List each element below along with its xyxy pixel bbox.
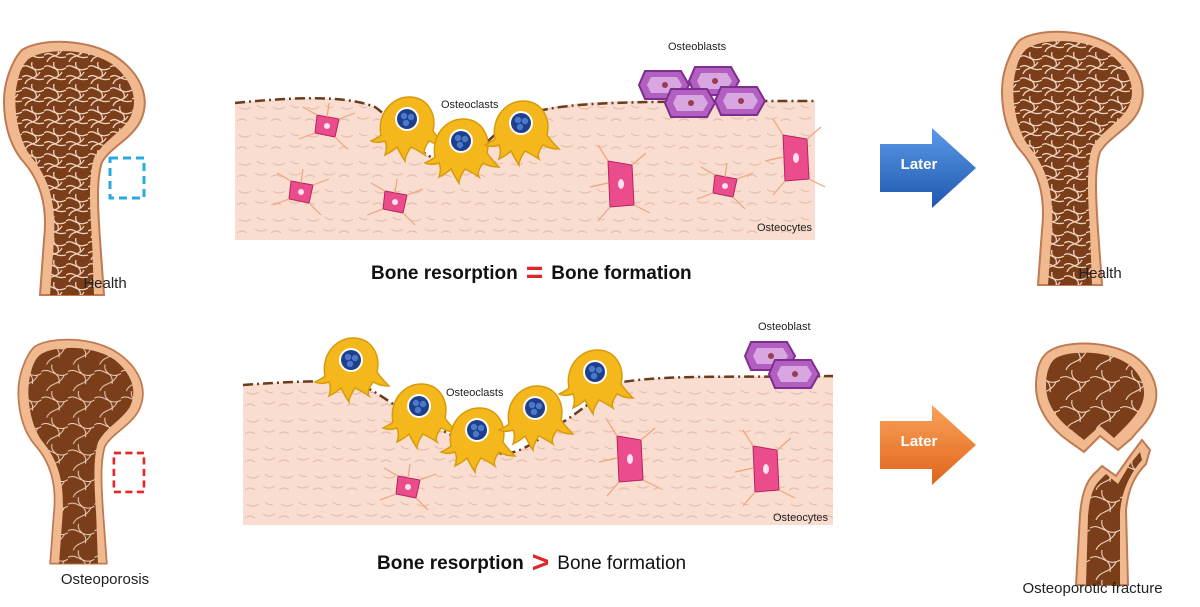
healthy-femur-left-image [3, 40, 146, 296]
osteoblast-label-bottom: Osteoblast [758, 321, 811, 333]
healthy-remodeling-panel [234, 66, 826, 240]
healthy-femur-right-image [1001, 30, 1144, 286]
formula-operator-greater: > [531, 546, 550, 579]
osteoclasts-label-bottom: Osteoclasts [446, 387, 504, 399]
bottom-formula: Bone resorption > Bone formation [377, 546, 686, 580]
later-arrow-top: Later [880, 128, 976, 208]
osteocytes-label-bottom: Osteocytes [773, 512, 829, 524]
formula-resorption: Bone resorption [377, 553, 524, 574]
formula-operator-equal: = [525, 256, 544, 289]
formula-formation: Bone formation [557, 553, 687, 574]
later-arrow-top-label: Later [900, 156, 938, 173]
healthy-left-label: Health [83, 275, 127, 292]
osteocytes-label-top: Osteocytes [757, 222, 813, 234]
healthy-region-marker [108, 156, 146, 200]
osteoblast-cell [664, 88, 716, 118]
osteoporosis-left-label: Osteoporosis [60, 571, 150, 588]
later-arrow-bottom: Later [880, 405, 976, 485]
osteoporosis-region-marker [112, 451, 146, 494]
fractured-femur-image [1034, 342, 1158, 586]
fracture-right-label: Osteoporotic fracture [1022, 580, 1163, 597]
formula-formation: Bone formation [551, 263, 692, 284]
formula-resorption: Bone resorption [371, 263, 518, 284]
healthy-right-label: Health [1078, 265, 1122, 282]
osteoclasts-label-top: Osteoclasts [441, 99, 499, 111]
osteoporotic-femur-left-image [17, 338, 146, 565]
osteoporotic-remodeling-panel [242, 337, 834, 525]
osteoblast-cell [768, 359, 820, 389]
osteoblast-cell [714, 86, 766, 116]
top-formula: Bone resorption = Bone formation [371, 256, 692, 290]
later-arrow-bottom-label: Later [900, 433, 938, 450]
osteoblasts-label-top: Osteoblasts [668, 41, 727, 53]
